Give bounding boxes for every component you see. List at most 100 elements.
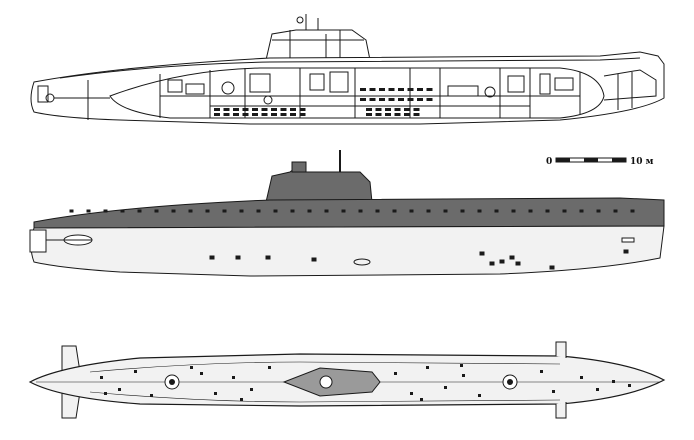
plan-bow-plane-upper <box>555 341 567 358</box>
battery-cell <box>233 108 239 111</box>
scale-bar-segment <box>612 158 626 162</box>
deck-port <box>494 209 499 213</box>
deck-port <box>205 209 210 213</box>
battery-cell <box>271 108 277 111</box>
battery-cell <box>398 88 404 91</box>
plan-deck-edge-port <box>89 361 561 373</box>
deck-port <box>137 209 142 213</box>
deck-detail <box>596 388 599 391</box>
battery-cell <box>413 113 420 116</box>
plan-sail-hatch <box>319 375 333 389</box>
battery-cell <box>366 108 372 111</box>
deck-detail <box>410 392 413 395</box>
deck-detail <box>240 398 243 401</box>
profile-upper-hull <box>33 197 665 229</box>
profile-hull-ports <box>69 209 635 270</box>
plan-fwd-hatch-center <box>507 379 513 385</box>
battery-cell <box>360 98 366 101</box>
deck-detail <box>100 376 103 379</box>
cutaway-sail <box>265 29 371 61</box>
deck-detail <box>250 388 253 391</box>
deck-port <box>596 209 601 213</box>
battery-cell <box>271 113 277 116</box>
hull-port <box>515 261 521 266</box>
battery-cell <box>369 88 376 91</box>
battery-cell <box>242 113 249 116</box>
deck-port <box>545 209 550 213</box>
deck-detail <box>118 388 121 391</box>
deck-detail <box>478 394 481 397</box>
deck-port <box>86 209 91 213</box>
cutaway-bow-torpedo-room <box>603 69 657 101</box>
hull-port <box>209 255 215 260</box>
deck-port <box>324 209 329 213</box>
deck-detail <box>628 384 631 387</box>
deck-port <box>222 209 227 213</box>
battery-cell <box>366 113 372 116</box>
hull-port <box>311 257 317 262</box>
hull-port <box>549 265 555 270</box>
scale-bar: 0 10 м <box>546 157 654 167</box>
profile-intake <box>353 258 371 266</box>
deck-port <box>171 209 176 213</box>
deck-port <box>511 209 516 213</box>
deck-port <box>358 209 363 213</box>
battery-cell <box>252 108 258 111</box>
deck-detail <box>150 394 153 397</box>
profile-bow-fitting <box>621 237 635 243</box>
battery-cell <box>242 108 249 111</box>
deck-detail <box>426 366 429 369</box>
deck-detail <box>444 386 447 389</box>
deck-detail <box>134 370 137 373</box>
battery-cell <box>290 108 296 111</box>
deck-detail <box>552 390 555 393</box>
battery-cell <box>233 113 239 116</box>
battery-cell <box>280 113 287 116</box>
battery-cell <box>223 108 230 111</box>
hull-port <box>489 261 495 266</box>
battery-cell <box>214 113 220 116</box>
deck-port <box>154 209 159 213</box>
plan-aft-hatch-center <box>169 379 175 385</box>
battery-cell <box>388 88 395 91</box>
deck-port <box>579 209 584 213</box>
battery-cell <box>394 108 401 111</box>
cutaway-profile-view <box>30 14 665 125</box>
battery-cell <box>261 108 268 111</box>
cutaway-deck-line <box>59 57 641 79</box>
battery-cell <box>417 98 423 101</box>
deck-detail <box>540 370 543 373</box>
battery-cell <box>360 88 366 91</box>
battery-cell <box>261 113 268 116</box>
battery-cell <box>388 98 395 101</box>
hull-port <box>623 249 629 254</box>
deck-detail <box>612 380 615 383</box>
deck-port <box>307 209 312 213</box>
deck-port <box>630 209 635 213</box>
deck-port <box>460 209 465 213</box>
deck-detail <box>268 366 271 369</box>
scale-bar-segment <box>584 158 598 162</box>
deck-port <box>426 209 431 213</box>
deck-port <box>120 209 125 213</box>
side-profile-view <box>29 150 665 277</box>
profile-rudder <box>29 229 47 253</box>
battery-cell <box>385 113 391 116</box>
battery-cell <box>413 108 420 111</box>
plan-deck-edge-stbd <box>89 391 561 403</box>
deck-detail <box>462 374 465 377</box>
profile-sail-top <box>291 161 307 173</box>
deck-port <box>341 209 346 213</box>
battery-cell <box>280 108 287 111</box>
cutaway-machinery <box>167 71 574 105</box>
battery-cell <box>407 88 414 91</box>
deck-port <box>613 209 618 213</box>
battery-cell <box>223 113 230 116</box>
battery-cell <box>394 113 401 116</box>
deck-detail <box>580 376 583 379</box>
profile-sail <box>265 162 373 203</box>
deck-detail <box>200 372 203 375</box>
plan-deck-details <box>100 364 631 401</box>
battery-cell <box>299 113 306 116</box>
